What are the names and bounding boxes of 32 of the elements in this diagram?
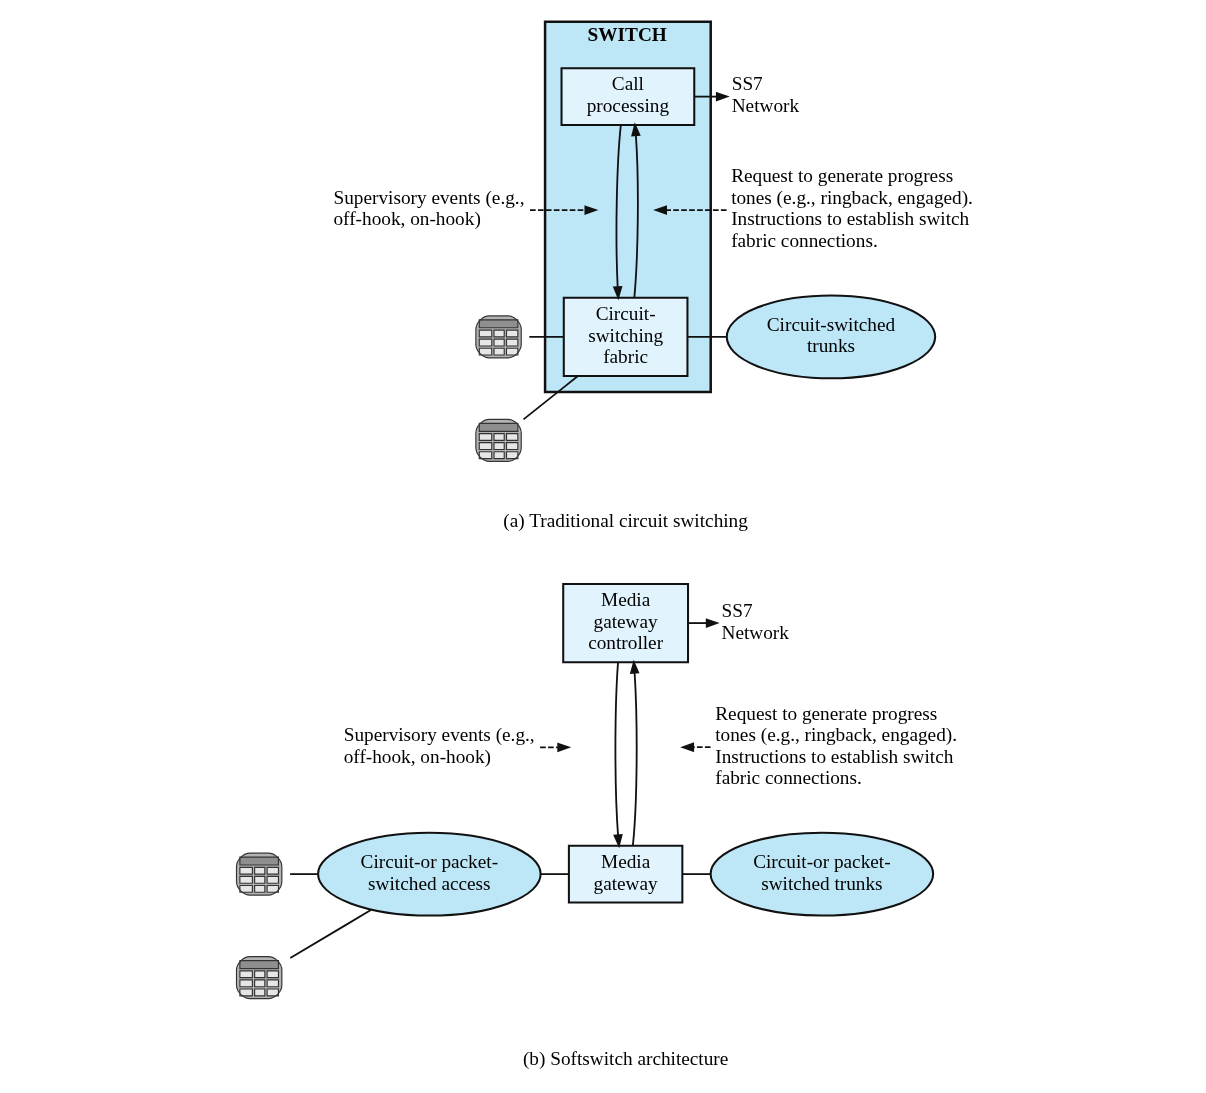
label: (a) Traditional circuit switching (502, 510, 748, 532)
node-text: Request to generate progress tones (e.g., ringback, engaged). Instructions to establish switch fabric connections. (714, 702, 957, 789)
node-box: Circuit-switching fabric (562, 296, 688, 378)
node-ellipse: Circuit-switched trunks (725, 294, 936, 380)
arrow (630, 122, 641, 299)
arrow (612, 124, 622, 301)
arrow (686, 618, 720, 628)
node-text: SS7 Network (720, 599, 789, 643)
connector (527, 335, 564, 338)
connector (680, 873, 711, 876)
node-ellipse: Circuit-or packet-switched access (316, 831, 542, 917)
connector (686, 335, 727, 338)
arrow (538, 742, 571, 753)
node-text: Request to generate progress tones (e.g., ringback, engaged). Instructions to establish switch fabric connections. (730, 165, 973, 252)
node-box: Media gateway controller (561, 582, 689, 664)
node-ellipse: Circuit-or packet-switched trunks (709, 831, 934, 917)
label: (b) Softswitch architecture (522, 1047, 728, 1069)
arrow (693, 91, 730, 102)
connector (522, 375, 578, 421)
node-text: Supervisory events (e.g., off-hook, on-hook) (343, 724, 535, 767)
arrow (652, 205, 727, 215)
arrow (679, 742, 711, 753)
arrow (629, 659, 639, 847)
arrow (528, 205, 598, 215)
connector (288, 873, 319, 876)
node-text: Supervisory events (e.g., off-hook, on-hook) (332, 186, 524, 230)
node-box: Media gateway (567, 844, 683, 904)
node-text: SS7 Network (731, 73, 799, 117)
node-box: Call processing (560, 67, 695, 126)
arrow (612, 661, 623, 849)
connector (539, 873, 570, 876)
connector (288, 908, 372, 959)
